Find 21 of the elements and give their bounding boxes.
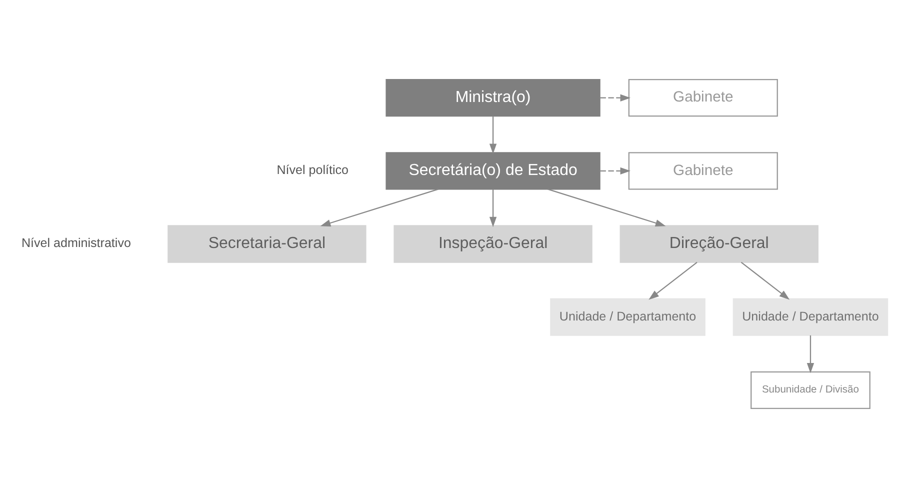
node-box: Unidade / Departamento <box>732 298 888 336</box>
node-box: Secretária(o) de Estado <box>386 152 600 190</box>
node-box: Gabinete <box>628 79 778 117</box>
arrow <box>489 116 497 154</box>
node-box: Secretaria-Geral <box>168 225 366 263</box>
arrow <box>806 335 814 374</box>
node-box: Inspeção-Geral <box>394 225 592 263</box>
node-box: Ministra(o) <box>386 79 600 117</box>
node-box: Direção-Geral <box>620 225 818 263</box>
node-box: Unidade / Departamento <box>550 298 706 336</box>
arrow <box>600 167 631 175</box>
arrow <box>648 262 698 300</box>
arrow <box>320 188 438 226</box>
arrow <box>489 189 497 228</box>
node-box: Subunidade / Divisão <box>750 371 870 409</box>
arrow <box>600 94 631 102</box>
label: Nível administrativo <box>22 236 131 250</box>
label: Nível político <box>276 163 349 178</box>
arrow <box>740 262 790 300</box>
arrow <box>548 188 666 226</box>
node-box: Gabinete <box>628 152 778 190</box>
